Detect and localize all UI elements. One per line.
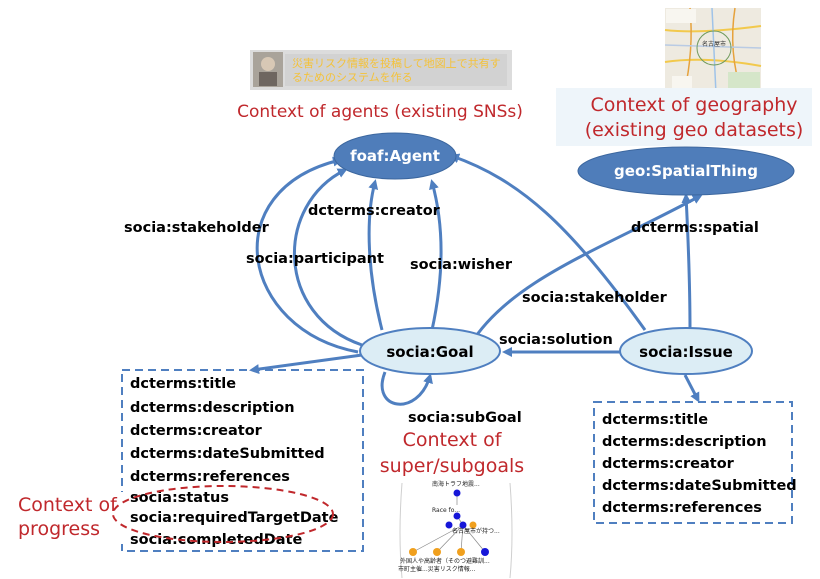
node-goal[interactable]: socia:Goal	[359, 327, 501, 375]
issue-prop-5: dcterms:references	[602, 500, 762, 516]
progress-highlight-ellipse	[112, 485, 334, 543]
tree-leaf-label-1: 外国人や高齢者（そのつ避難訓...	[400, 557, 490, 565]
issue-prop-4: dcterms:dateSubmitted	[602, 478, 797, 494]
goals-context-line1: Context of	[403, 429, 503, 451]
tree-mid-label: Race fo...	[432, 507, 460, 514]
goal-prop-4: dcterms:dateSubmitted	[130, 446, 325, 462]
map-thumbnail: 名古屋市	[664, 7, 762, 95]
goal-prop-6: socia:status	[130, 490, 229, 506]
goal-prop-2: dcterms:description	[130, 400, 295, 416]
node-agent[interactable]: foaf:Agent	[333, 132, 457, 180]
tree-root-label: 南海トラフ地震...	[432, 480, 480, 488]
geo-context-line1: Context of geography	[590, 94, 797, 116]
issue-prop-2: dcterms:description	[602, 434, 767, 450]
edge-spatial	[681, 193, 692, 331]
edge-label-creator: dcterms:creator	[308, 203, 441, 219]
progress-context-line2: progress	[18, 518, 100, 540]
edge-label-participant: socia:participant	[246, 251, 384, 267]
edge-goal-properties	[249, 353, 363, 375]
goal-prop-5: dcterms:references	[130, 469, 290, 485]
issue-prop-3: dcterms:creator	[602, 456, 735, 472]
node-spatial[interactable]: geo:SpatialThing	[577, 146, 795, 196]
edge-participant	[292, 168, 363, 347]
edge-label-stakeholder-agent: socia:stakeholder	[124, 220, 270, 236]
issue-properties-box	[593, 401, 793, 524]
edge-creator	[367, 179, 384, 331]
sns-post-line1: 災害リスク情報を投稿して地図上で共有す	[292, 56, 501, 70]
node-issue[interactable]: socia:Issue	[619, 327, 753, 375]
agents-context-label: Context of agents (existing SNSs)	[237, 102, 523, 122]
tree-leaf-label-2: 市町主催...災害リスク情報...	[398, 565, 476, 573]
progress-context-line1: Context of	[18, 494, 118, 516]
edge-label-stakeholder-issue: socia:stakeholder	[522, 290, 668, 306]
sns-thumbnail: 災害リスク情報を投稿して地図上で共有す るためのシステムを作る	[250, 50, 512, 90]
issue-prop-1: dcterms:title	[602, 412, 708, 428]
node-goal-label: socia:Goal	[386, 343, 473, 361]
goal-prop-1: dcterms:title	[130, 376, 236, 392]
goal-properties-list: dcterms:title dcterms:description dcterm…	[130, 376, 339, 548]
edge-issue-agent	[449, 153, 647, 331]
tree-sub-label: 名古屋市が持つ...	[452, 527, 500, 535]
issue-properties-list: dcterms:title dcterms:description dcterm…	[602, 412, 797, 516]
node-issue-label: socia:Issue	[639, 343, 733, 361]
geo-context-line2: (existing geo datasets)	[585, 119, 804, 141]
goal-prop-3: dcterms:creator	[130, 423, 263, 439]
progress-context-bg	[12, 492, 124, 544]
edges	[249, 153, 703, 406]
goal-prop-8: socia:completedDate	[130, 532, 302, 548]
goal-tree-thumbnail: 南海トラフ地震... Race fo... 名古屋市が持つ... 外国人や高齢者…	[395, 476, 517, 579]
edge-label-subgoal: socia:subGoal	[408, 410, 522, 426]
edge-stakeholder-issue	[468, 194, 703, 346]
sns-post-line2: るためのシステムを作る	[292, 71, 413, 84]
edge-issue-properties	[683, 374, 700, 403]
geo-context-bg	[556, 88, 812, 146]
goal-prop-7: socia:requiredTargetDate	[130, 510, 339, 526]
goal-properties-box	[121, 369, 364, 552]
map-place-label: 名古屋市	[702, 40, 726, 48]
edge-label-solution: socia:solution	[499, 332, 613, 348]
node-spatial-label: geo:SpatialThing	[614, 162, 758, 180]
edge-label-wisher: socia:wisher	[410, 257, 513, 273]
edge-subgoal	[380, 371, 433, 406]
edge-wisher	[429, 179, 443, 331]
edge-label-spatial: dcterms:spatial	[631, 220, 759, 236]
edge-stakeholder-agent	[255, 156, 359, 354]
node-agent-label: foaf:Agent	[350, 147, 440, 165]
goals-context-line2: super/subgoals	[380, 455, 524, 477]
